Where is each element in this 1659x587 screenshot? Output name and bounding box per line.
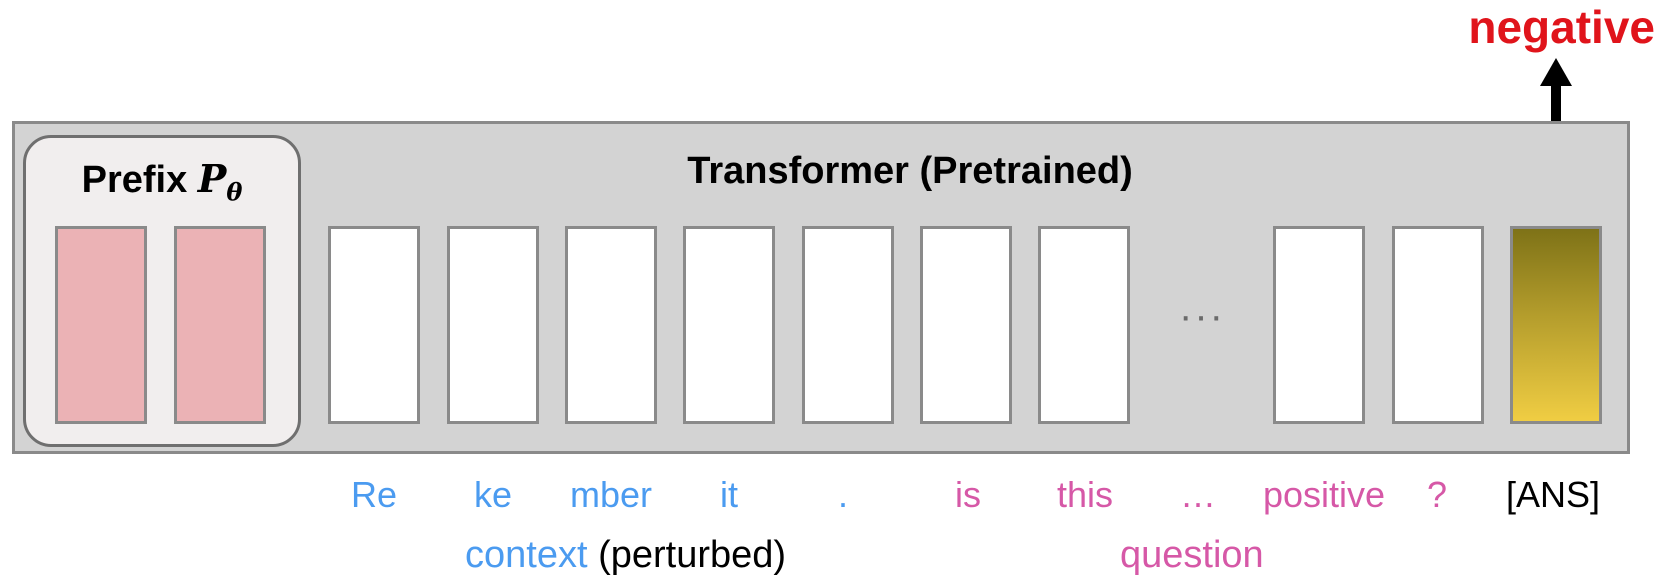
token-label: …	[1180, 474, 1216, 515]
token-label-ans: [ANS]	[1505, 474, 1601, 515]
token-cell-1	[328, 226, 420, 424]
token-label: positive	[1262, 474, 1386, 515]
token-label: ke	[473, 474, 513, 515]
context-label: context	[465, 534, 588, 576]
token-label: this	[1056, 474, 1114, 515]
context-qualifier: (perturbed)	[598, 534, 787, 576]
token-cell-8	[1273, 226, 1365, 424]
context-group-label: context (perturbed)	[465, 534, 786, 577]
token-label: ?	[1426, 474, 1448, 515]
token-label: is	[955, 474, 981, 515]
prefix-symbol-subscript: θ	[226, 177, 243, 207]
prefix-symbol: Pθ	[197, 156, 243, 207]
token-label: mber	[569, 474, 653, 515]
token-label: Re	[350, 474, 398, 515]
output-label-negative: negative	[1468, 1, 1655, 53]
transformer-title: Transformer (Pretrained)	[687, 150, 1133, 192]
prefix-title-text: Prefix	[81, 159, 188, 201]
cells-ellipsis: ···	[1179, 294, 1225, 338]
prefix-title: Prefix Pθ	[23, 156, 301, 207]
token-cell-2	[447, 226, 539, 424]
token-label: it	[720, 474, 738, 515]
token-cell-7	[1038, 226, 1130, 424]
token-cell-5	[802, 226, 894, 424]
prefix-vector-1	[55, 226, 147, 424]
token-cell-4	[683, 226, 775, 424]
question-group-label: question	[1120, 534, 1264, 576]
token-cell-9	[1392, 226, 1484, 424]
answer-cell	[1510, 226, 1602, 424]
token-cell-6	[920, 226, 1012, 424]
token-label: .	[837, 474, 848, 515]
prefix-vector-2	[174, 226, 266, 424]
prefix-symbol-letter: P	[197, 156, 227, 201]
token-cell-3	[565, 226, 657, 424]
